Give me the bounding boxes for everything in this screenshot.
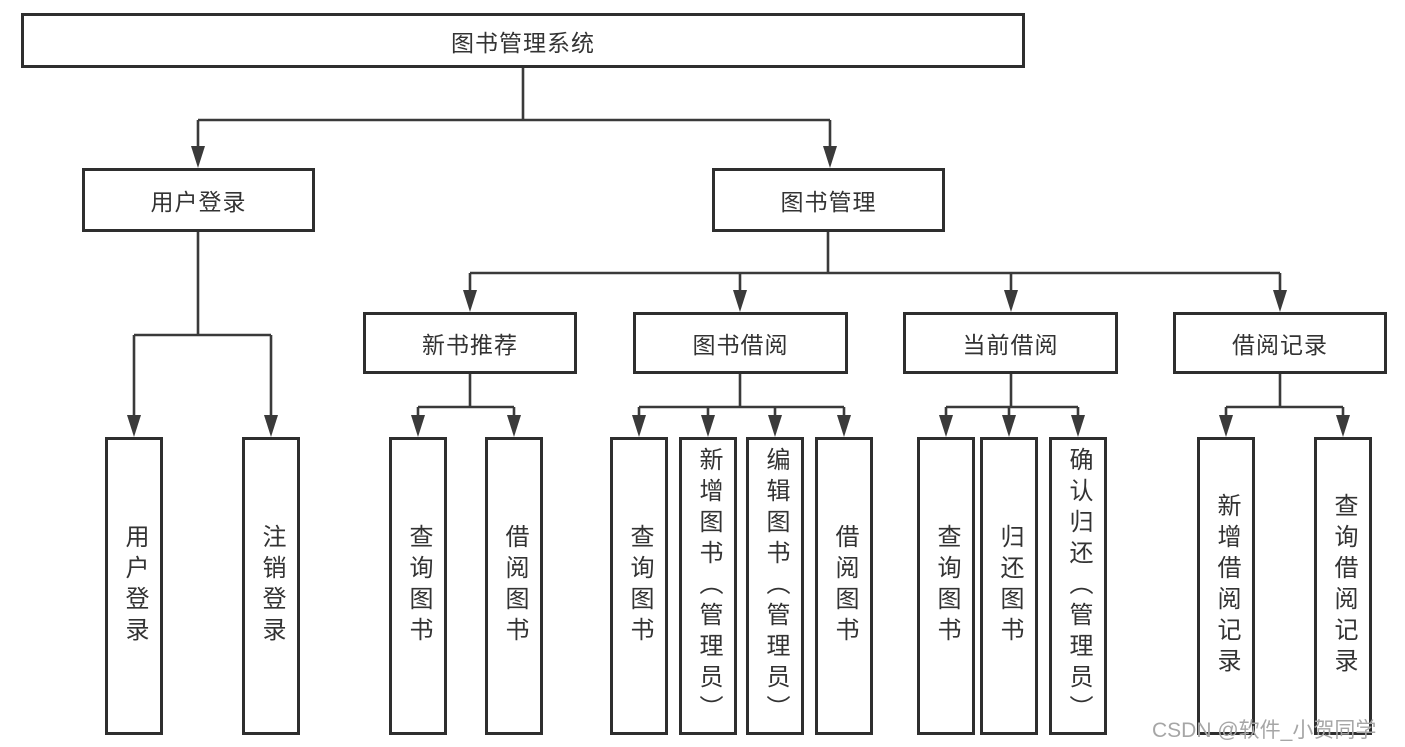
leaf-current-query-books: 查询图书 [917,437,975,735]
leaf-recommend-query-books-label: 查询图书 [405,524,432,648]
leaf-query-borrow-record-label: 查询借阅记录 [1330,493,1357,679]
leaf-recommend-query-books: 查询图书 [389,437,447,735]
node-book-borrowing: 图书借阅 [633,312,848,374]
node-current-borrowing: 当前借阅 [903,312,1118,374]
leaf-logout: 注销登录 [242,437,300,735]
leaf-recommend-borrow-books: 借阅图书 [485,437,543,735]
node-root-label: 图书管理系统 [451,29,595,56]
leaf-add-borrow-record-label: 新增借阅记录 [1213,493,1240,679]
leaf-logout-label: 注销登录 [258,524,285,648]
leaf-query-borrow-record: 查询借阅记录 [1314,437,1372,735]
node-user-login-label: 用户登录 [150,189,247,215]
node-current-borrowing-label: 当前借阅 [962,332,1059,358]
connector-new-book-recommend-to-leaves [411,374,521,437]
leaf-current-query-books-label: 查询图书 [933,524,960,648]
connector-root-to-level2 [191,68,837,168]
leaf-borrow-books-label: 借阅图书 [831,524,858,648]
leaf-add-borrow-record: 新增借阅记录 [1197,437,1255,735]
leaf-add-books-admin: 新增图书（管理员） [679,437,737,735]
leaf-user-login: 用户登录 [105,437,163,735]
connector-book-management-to-level3 [463,232,1287,312]
leaf-return-books: 归还图书 [980,437,1038,735]
node-new-book-recommend-label: 新书推荐 [422,332,518,358]
node-borrowing-records: 借阅记录 [1173,312,1387,374]
node-root-system: 图书管理系统 [21,13,1025,68]
connector-borrowing-records-to-leaves [1219,374,1350,437]
leaf-confirm-return-admin: 确认归还（管理员） [1049,437,1107,735]
leaf-confirm-return-admin-label: 确认归还（管理员） [1065,446,1092,726]
connector-current-borrowing-to-leaves [939,374,1085,437]
leaf-borrowing-query-books: 查询图书 [610,437,668,735]
csdn-watermark: CSDN @软件_小贺同学 [1152,719,1377,742]
connector-user-login-to-leaves [127,232,278,437]
leaf-borrow-books: 借阅图书 [815,437,873,735]
connector-book-borrowing-to-leaves [632,374,851,437]
node-borrowing-records-label: 借阅记录 [1232,332,1328,358]
leaf-add-books-admin-label: 新增图书（管理员） [695,446,722,726]
leaf-user-login-label: 用户登录 [121,524,148,648]
leaf-edit-books-admin: 编辑图书（管理员） [746,437,804,735]
leaf-borrowing-query-books-label: 查询图书 [626,524,653,648]
node-user-login: 用户登录 [82,168,315,232]
node-new-book-recommend: 新书推荐 [363,312,577,374]
leaf-return-books-label: 归还图书 [996,524,1023,648]
node-book-management-label: 图书管理 [780,189,877,215]
node-book-management: 图书管理 [712,168,945,232]
node-book-borrowing-label: 图书借阅 [692,332,789,358]
leaf-edit-books-admin-label: 编辑图书（管理员） [762,446,789,726]
leaf-recommend-borrow-books-label: 借阅图书 [501,524,528,648]
